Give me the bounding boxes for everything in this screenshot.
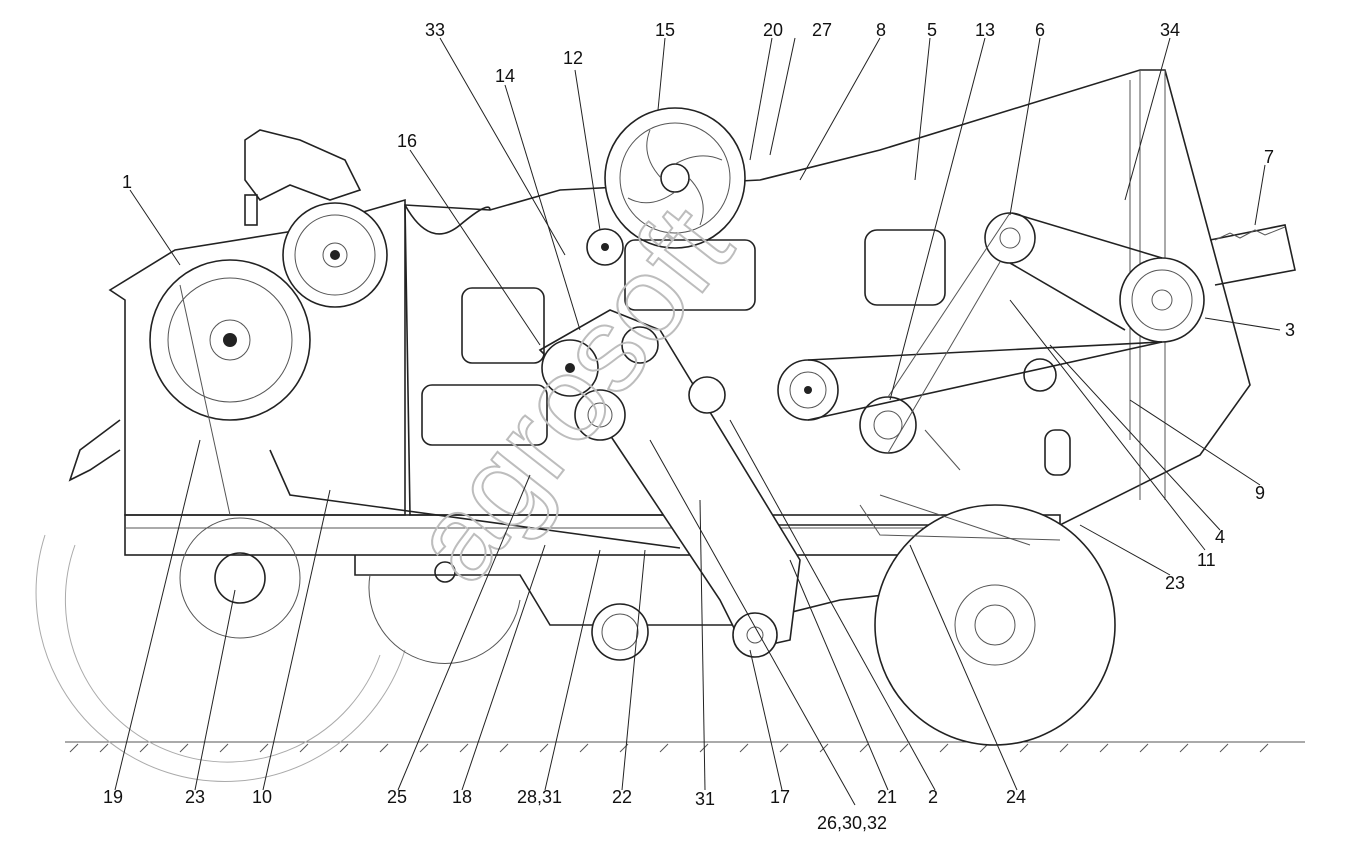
ground-hatch: [69, 743, 1269, 753]
belts: [807, 212, 1163, 454]
wheel-2: [368, 561, 521, 665]
label-24: 24: [1006, 787, 1027, 807]
oval-port: [1044, 429, 1071, 476]
label-18: 18: [452, 787, 473, 807]
window-3: [624, 239, 756, 311]
label-33: 33: [425, 20, 446, 40]
label-23-left: 23: [185, 787, 206, 807]
label-14: 14: [495, 66, 516, 86]
label-1: 1: [122, 172, 133, 192]
round-port: [1023, 358, 1057, 392]
pulley-16: [541, 339, 599, 397]
label-15: 15: [655, 20, 676, 40]
pulley-3: [1119, 257, 1205, 343]
idler-mid: [688, 376, 726, 414]
label-25: 25: [387, 787, 408, 807]
spoked-wheel: [604, 107, 746, 249]
label-6: 6: [1035, 20, 1046, 40]
label-31: 31: [695, 789, 716, 809]
label-19: 19: [103, 787, 124, 807]
pulley-6: [984, 212, 1036, 264]
pulley-13: [859, 396, 917, 454]
label-17: 17: [770, 787, 791, 807]
label-11: 11: [1197, 550, 1216, 570]
idler-arm-lower: [732, 612, 778, 658]
window-2: [421, 384, 548, 446]
label-3: 3: [1285, 320, 1296, 340]
sprocket: [574, 389, 626, 441]
ghost-wheel-left: [35, 534, 406, 782]
discharge-chute: [1209, 224, 1296, 286]
pulley-12: [586, 228, 624, 266]
label-21: 21: [877, 787, 898, 807]
tie-rod-10: [269, 449, 681, 549]
rear-wheel: [874, 504, 1116, 746]
label-34: 34: [1160, 20, 1181, 40]
idler-small: [621, 326, 659, 364]
wheel-3: [591, 603, 649, 661]
upper-left-pulley: [282, 202, 388, 308]
pulley-2: [777, 359, 839, 421]
label-5: 5: [927, 20, 938, 40]
label-22: 22: [612, 787, 633, 807]
label-2: 2: [928, 787, 939, 807]
threshing-drum: [149, 259, 311, 421]
window-1: [461, 287, 545, 364]
label-28-31: 28,31: [517, 787, 563, 807]
label-8: 8: [876, 20, 887, 40]
feeder-housing: [108, 198, 406, 516]
label-9: 9: [1255, 483, 1266, 503]
window-4: [864, 229, 946, 306]
label-16: 16: [397, 131, 418, 151]
label-23-right: 23: [1165, 573, 1186, 593]
label-7: 7: [1264, 147, 1275, 167]
label-26-30-32: 26,30,32: [817, 813, 888, 833]
top-linkage: [244, 129, 362, 202]
label-4: 4: [1215, 527, 1226, 547]
label-10: 10: [252, 787, 273, 807]
label-20: 20: [763, 20, 784, 40]
leader-lines: [114, 37, 1281, 806]
label-27: 27: [812, 20, 833, 40]
wheel-1: [179, 517, 301, 639]
label-12: 12: [563, 48, 584, 68]
label-13: 13: [975, 20, 996, 40]
